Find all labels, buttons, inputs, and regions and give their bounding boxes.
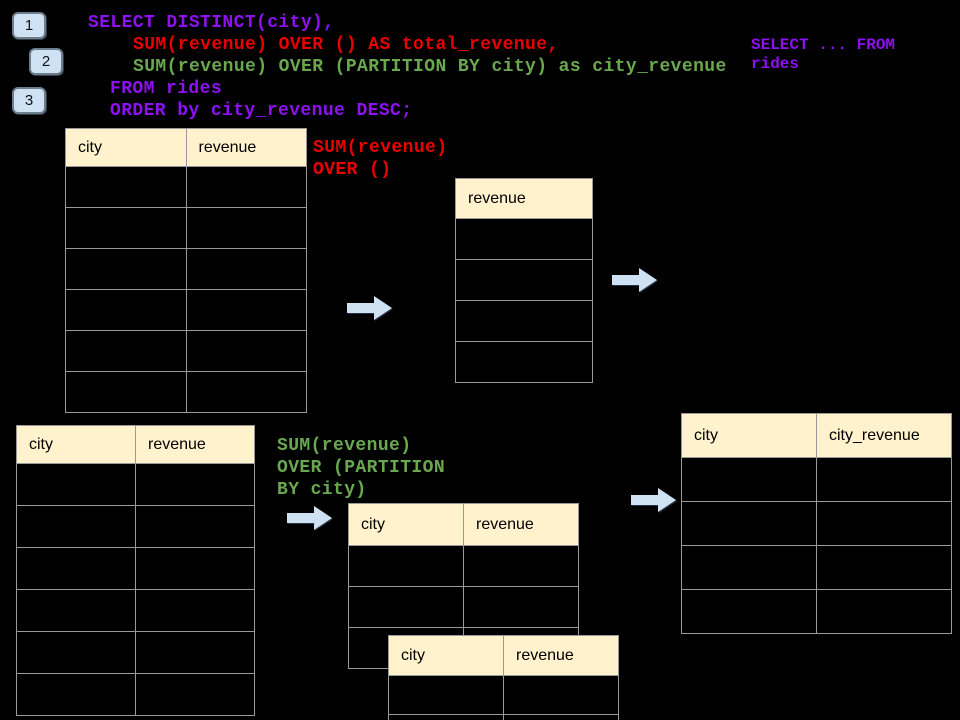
sql-line-select: SELECT DISTINCT(city), [88,13,335,33]
table-cell [456,342,592,382]
side-note-line2: rides [751,55,800,73]
column-header: city [66,129,186,166]
table-cell [349,587,463,627]
column-header: revenue [504,636,618,675]
table-cell [17,590,135,631]
table-cell [456,260,592,300]
sql-line-total: SUM(revenue) OVER () AS total_revenue, [133,35,559,55]
table-cell [456,219,592,259]
table-cell [817,502,951,545]
column-header: city [682,414,816,457]
table-cell [186,167,306,207]
table-cell [136,674,254,715]
table-cell [17,464,135,505]
table-total-revenue: revenue [455,178,593,383]
table-cell [682,590,816,633]
total-window-label-line2: OVER () [313,160,392,180]
table-cell [817,458,951,501]
table-cell [17,674,135,715]
total-window-label-line1: SUM(revenue) [313,138,448,158]
table-cell [186,290,306,330]
table-cell [349,546,463,586]
step-badge-2: 2 [29,48,63,75]
table-cell [464,546,578,586]
table-cell [66,167,186,207]
table-cell [17,632,135,673]
table-cell [66,290,186,330]
table-cell [456,301,592,341]
column-header: city [389,636,503,675]
table-cell [389,676,503,714]
table-cell [66,249,186,289]
table-cell [136,506,254,547]
table-cell [504,676,618,714]
table-cell [817,590,951,633]
table-cell [17,506,135,547]
column-header: revenue [456,179,592,218]
table-cell [186,372,306,412]
table-cell [136,464,254,505]
arrow-right-icon [347,296,392,320]
table-cell [66,208,186,248]
column-header: revenue [136,426,254,463]
table-cell [682,546,816,589]
partition-window-label-line2: OVER (PARTITION [277,458,446,478]
table-cell [186,249,306,289]
arrow-right-icon [287,506,332,530]
column-header: revenue [464,504,578,545]
partition-window-label-line1: SUM(revenue) [277,436,412,456]
column-header: city [17,426,135,463]
side-note-line1: SELECT ... FROM [751,36,896,54]
table-cell [464,587,578,627]
sql-line-order: ORDER by city_revenue DESC; [110,101,413,121]
partition-window-label-line3: BY city) [277,480,367,500]
column-header: revenue [186,129,306,166]
step-badge-1: 1 [12,12,46,39]
table-cell [66,331,186,371]
table-cell [682,502,816,545]
table-cell [682,458,816,501]
table-cell [136,632,254,673]
arrow-right-icon [612,268,657,292]
arrow-right-icon [631,488,676,512]
table-cell [389,715,503,720]
column-header: city [349,504,463,545]
table-cell [504,715,618,720]
table-cell [186,208,306,248]
table-cell [817,546,951,589]
column-header: city_revenue [817,414,951,457]
step-badge-3: 3 [12,87,46,114]
table-cell [17,548,135,589]
sql-line-from: FROM rides [110,79,223,99]
table-cell [136,590,254,631]
table-cell [136,548,254,589]
table-cell [66,372,186,412]
table-cell [186,331,306,371]
sql-line-partition: SUM(revenue) OVER (PARTITION BY city) as… [133,57,727,77]
